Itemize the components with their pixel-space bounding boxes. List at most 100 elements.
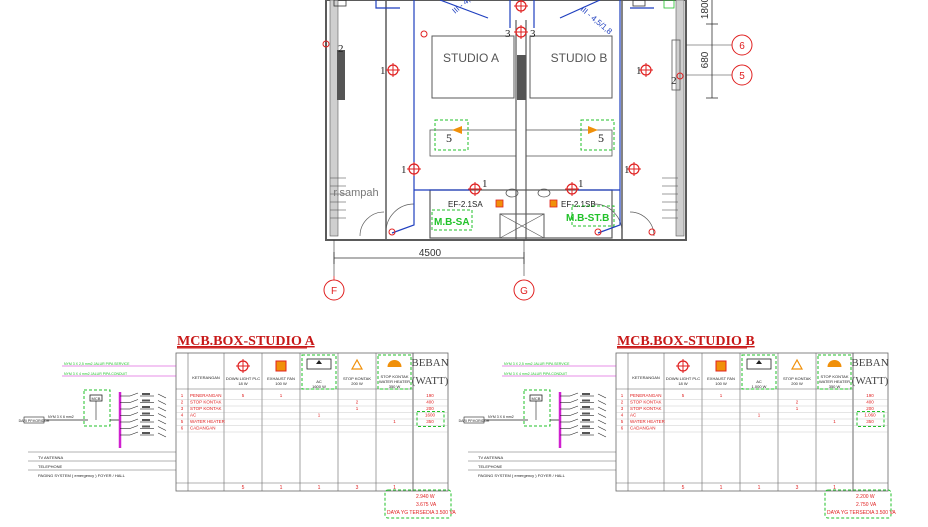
row-number: 4 — [181, 413, 184, 418]
row-name: CADANGAN — [630, 426, 656, 431]
row-watt: 190 — [866, 393, 874, 398]
socket-icon — [790, 358, 804, 370]
total-watt: 2.940 W — [416, 494, 435, 500]
keterangan-header: KETERANGAN — [632, 375, 660, 380]
cable-label: NYM 3 X 6 mm2 — [48, 415, 74, 419]
row-watt: 400 — [866, 400, 874, 405]
row-number: 1 — [621, 393, 624, 398]
downlight-icon — [676, 359, 690, 373]
ac-unit-icon — [746, 358, 772, 370]
col-header: EXHAUST FAN — [707, 376, 735, 381]
exhaust-fan-icon — [549, 199, 558, 208]
row-name: AC — [630, 413, 637, 418]
wiring-runs — [375, 0, 654, 234]
row-name: STOP KONTAK — [190, 406, 222, 411]
panel-title: MCB.BOX-STUDIO A — [177, 334, 316, 349]
right-wall-hatch — [675, 0, 685, 237]
service-label: TV ANTENNA — [38, 455, 63, 460]
row-count: 5 — [242, 393, 245, 398]
door-swing — [629, 211, 655, 237]
circuit-number: 2 — [338, 43, 344, 55]
downlight-icon — [236, 359, 250, 373]
summary-highlight — [384, 489, 452, 519]
row-number: 5 — [621, 419, 624, 424]
row-number: 1 — [181, 393, 184, 398]
mcb-a-tag: M.B-SA — [434, 217, 470, 228]
mcb-box-label: MCB — [532, 396, 541, 401]
exhaust-fan-icon — [495, 199, 504, 208]
dimension-1800: 1800 — [700, 0, 711, 19]
row-name: WATER HEATER — [190, 419, 226, 424]
row-number: 3 — [181, 406, 184, 411]
ac-highlight — [301, 354, 337, 390]
dimension-4500: 4500 — [419, 248, 442, 259]
col-header: 18 W — [678, 381, 688, 386]
summary-highlight — [824, 489, 892, 519]
studio-b-label: STUDIO B — [551, 51, 608, 65]
service-label: PAGING SYSTEM ( emergency ) FOYER / HALL — [478, 473, 566, 478]
col-header: AC — [756, 379, 762, 384]
row-name: STOP KONTAK — [630, 400, 662, 405]
beban-unit: (WATT) — [412, 375, 449, 387]
exhaust-fan-icon — [715, 360, 727, 372]
service-label: TELEPHONE — [38, 464, 63, 469]
water-heater-icon — [387, 360, 402, 367]
downlight-icon — [407, 162, 421, 176]
total-count: 1 — [833, 485, 836, 491]
total-count: 1 — [393, 485, 396, 491]
col-header: DOWN LIGHT PLC — [666, 376, 700, 381]
total-count: 5 — [242, 485, 245, 491]
available-power: DAYA YG TERSEDIA 3.500 VA — [387, 510, 456, 516]
row-count: 1 — [393, 419, 396, 424]
row-name: CADANGAN — [190, 426, 216, 431]
total-va: 2.750 VA — [856, 502, 877, 508]
mcb-main-highlight — [83, 389, 111, 427]
col-header: 200 W — [791, 381, 803, 386]
circuit-number: 1 — [624, 164, 630, 176]
shaft — [499, 213, 545, 239]
service-label: TELEPHONE — [478, 464, 503, 469]
door-swing — [359, 211, 385, 237]
col-header: STOP KONTAK — [343, 376, 371, 381]
grid-bubble-5: 5 — [731, 64, 753, 86]
row-number: 6 — [181, 426, 184, 431]
circuit-number: 1 — [482, 178, 488, 190]
col-header: STOP KONTAK — [380, 374, 408, 379]
cable-note: NYM 3 X 4 mm2 JALUR PIPA CONDUIT — [504, 372, 568, 376]
total-count: 1 — [318, 485, 321, 491]
row-count: 1 — [318, 413, 321, 418]
r-sampah-label: r.sampah — [333, 187, 378, 199]
mcb-a-highlight — [431, 209, 473, 231]
col-header: 350 W — [389, 384, 401, 389]
mcb-b-tag: M.B-ST.B — [566, 213, 609, 224]
total-watt: 2.200 W — [856, 494, 875, 500]
grid-bubble-g: G — [513, 279, 535, 301]
toilet-icon — [537, 188, 551, 198]
downlight-icon — [514, 0, 528, 13]
ac-icon — [452, 126, 462, 134]
socket-icon — [350, 358, 364, 370]
row-count: 1 — [833, 419, 836, 424]
feeder-label: DARI PP.KORIDOR — [459, 419, 490, 423]
beban-header: BEBAN — [411, 357, 448, 369]
row-watt: 200 — [426, 406, 434, 411]
row-number: 4 — [621, 413, 624, 418]
grid-bubble-6: 6 — [731, 34, 753, 56]
cable-note: NYM 3 X 2,5 mm2 JALUR PIPA SERVICE — [504, 362, 570, 366]
row-number: 2 — [181, 400, 184, 405]
col-header: 350 W — [829, 384, 841, 389]
row-count: 1 — [720, 393, 723, 398]
left-wall-hatch — [329, 0, 339, 237]
wardrobe — [671, 39, 681, 91]
circuit-number: 2 — [671, 75, 677, 87]
col-header: 100 W — [715, 381, 727, 386]
door-swing — [385, 203, 415, 233]
row-name: AC — [190, 413, 197, 418]
downlight-icon — [386, 63, 400, 77]
row-name: WATER HEATER — [630, 419, 666, 424]
outer-wall — [325, 0, 687, 241]
counter-a — [429, 129, 517, 157]
col-header: STOP KONTAK — [783, 376, 811, 381]
cable-note: NYM 3 X 4 mm2 JALUR PIPA CONDUIT — [64, 372, 128, 376]
